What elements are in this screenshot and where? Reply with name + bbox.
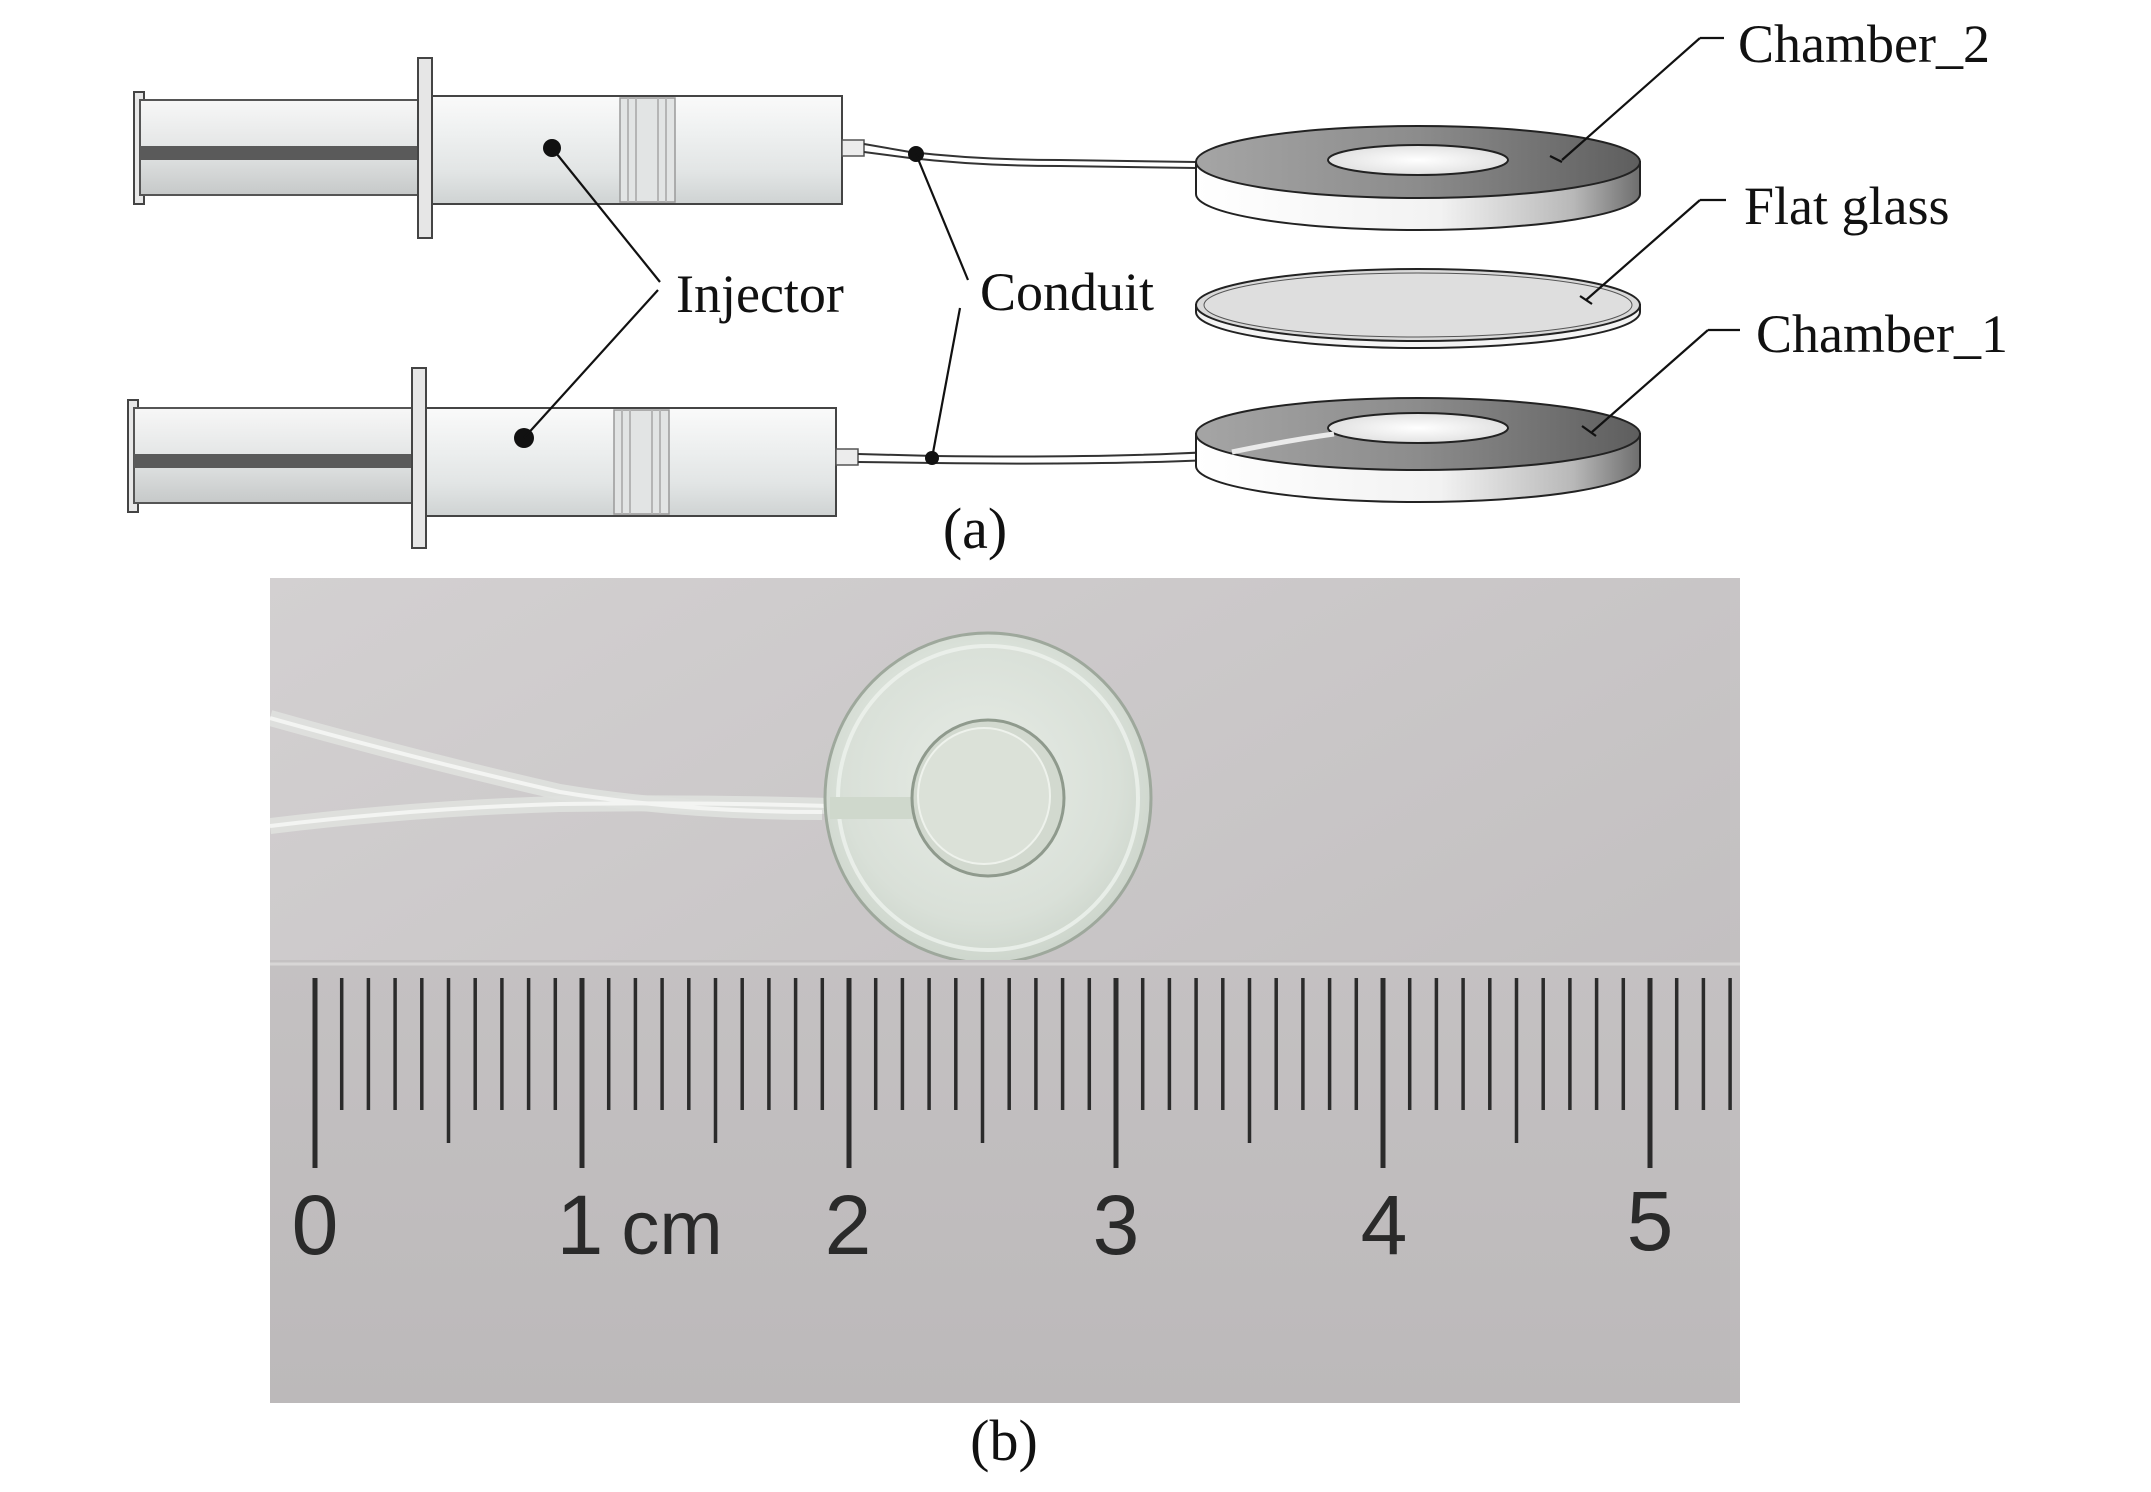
syringe-top [134,58,864,238]
ruler [270,960,1740,1403]
chamber-2 [1196,126,1640,230]
ruler-label-4: 4 [1361,1178,1408,1272]
photo-glass-ring [825,633,1151,963]
label-flat-glass: Flat glass [1744,176,1950,236]
ruler-unit: cm [621,1186,722,1271]
panel-a: Chamber_2 Flat glass Chamber_1 Injector … [128,14,2008,561]
flat-glass [1196,269,1640,348]
panel-b: 0 1 cm 2 3 4 5 (b) [270,578,1740,1473]
label-chamber-2: Chamber_2 [1738,14,1990,74]
ruler-label-1: 1 [557,1178,604,1272]
label-conduit: Conduit [980,262,1154,322]
ruler-label-2: 2 [825,1178,872,1272]
ruler-label-5: 5 [1627,1174,1674,1268]
ruler-label-3: 3 [1093,1178,1140,1272]
label-injector: Injector [676,264,844,324]
syringe-bottom [128,368,858,548]
ruler-label-0: 0 [292,1178,339,1272]
caption-a: (a) [943,496,1007,561]
chamber-1 [1196,398,1640,502]
label-chamber-1: Chamber_1 [1756,304,2008,364]
caption-b: (b) [970,1408,1038,1473]
